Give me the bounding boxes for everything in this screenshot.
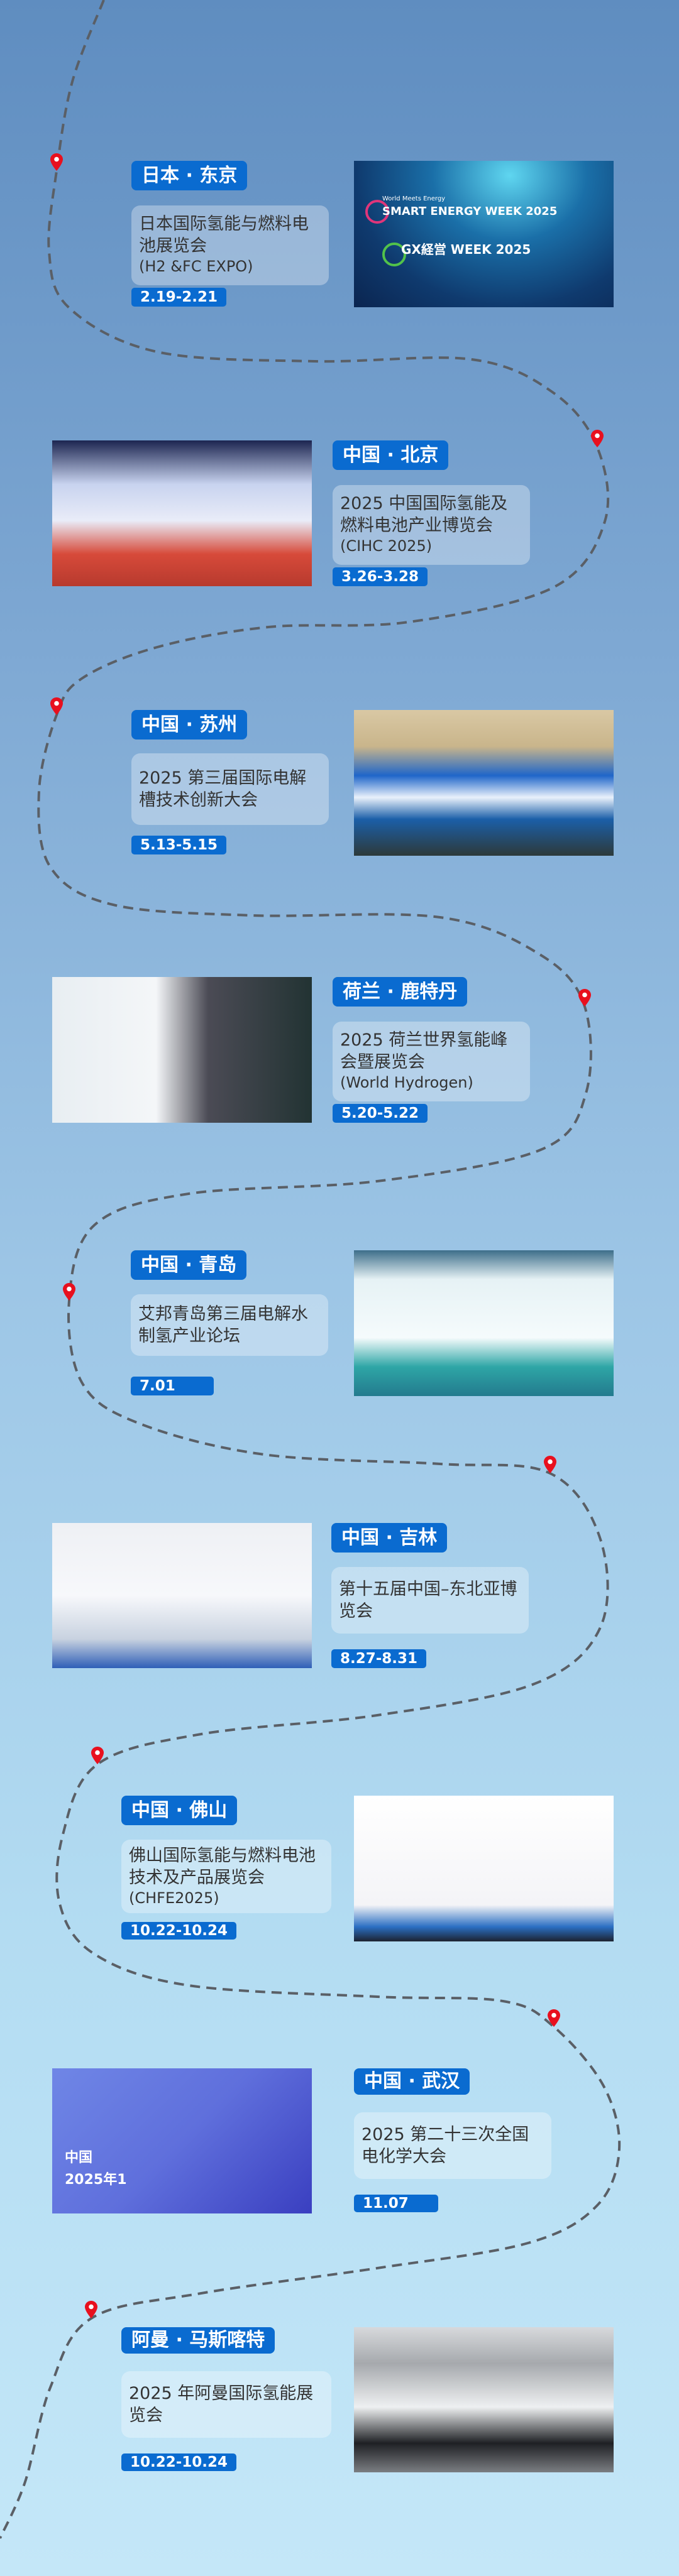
event-photo	[52, 977, 312, 1123]
location-tag: 日本 · 东京	[131, 161, 248, 190]
date-badge: 3.26-3.28	[333, 567, 428, 586]
event-photo	[52, 440, 312, 586]
location-pin-icon	[85, 2301, 97, 2318]
event-subtitle: (H2 &FC EXPO)	[139, 258, 253, 276]
event-title: 佛山国际氢能与燃料电池技术及产品展览会	[129, 1846, 316, 1888]
location-tag: 中国 · 武汉	[354, 2068, 470, 2095]
event-title: 第十五届中国–东北亚博览会	[339, 1580, 517, 1622]
event-photo	[52, 1523, 312, 1668]
location-pin-icon	[91, 1747, 104, 1764]
location-pin-icon	[50, 697, 63, 715]
location-pin-icon	[578, 989, 591, 1007]
event-title: 2025 中国国际氢能及燃料电池产业博览会	[340, 494, 508, 536]
event-description: 2025 荷兰世界氢能峰会暨展览会 (World Hydrogen)	[333, 1022, 530, 1102]
gx-logo-icon	[382, 243, 406, 266]
date-badge: 7.01	[131, 1377, 214, 1395]
smart-energy-logo-icon	[365, 200, 389, 224]
dashed-route-line	[0, 0, 621, 2539]
date-badge: 2.19-2.21	[131, 288, 227, 307]
photo-text: SMART ENERGY WEEK 2025	[382, 205, 558, 218]
location-tag: 中国 · 北京	[333, 440, 449, 470]
photo-text: 中国 2025年1	[65, 2147, 127, 2191]
event-title: 2025 年阿曼国际氢能展览会	[129, 2384, 314, 2426]
location-tag: 中国 · 青岛	[131, 1250, 247, 1280]
event-title: 日本国际氢能与燃料电池展览会	[139, 214, 309, 256]
location-tag: 中国 · 吉林	[331, 1523, 448, 1553]
photo-text-line: 中国	[65, 2150, 93, 2166]
photo-text: GX経営 WEEK 2025	[401, 242, 531, 257]
event-subtitle: (World Hydrogen)	[340, 1074, 473, 1092]
event-photo	[354, 1796, 614, 1941]
date-badge: 5.20-5.22	[333, 1104, 428, 1123]
event-title: 2025 荷兰世界氢能峰会暨展览会	[340, 1030, 508, 1072]
event-photo: World Meets Energy SMART ENERGY WEEK 202…	[354, 161, 614, 307]
photo-text: World Meets Energy	[382, 195, 446, 202]
event-description: 艾邦青岛第三届电解水制氢产业论坛	[131, 1294, 328, 1356]
event-subtitle: (CIHC 2025)	[340, 537, 433, 555]
event-description: 2025 年阿曼国际氢能展览会	[121, 2371, 331, 2438]
event-title: 2025 第二十三次全国电化学大会	[362, 2125, 529, 2167]
date-badge: 5.13-5.15	[131, 836, 227, 854]
event-photo: 中国 2025年1	[52, 2068, 312, 2213]
event-photo	[354, 2327, 614, 2472]
location-pin-icon	[63, 1283, 75, 1301]
location-tag: 中国 · 佛山	[121, 1796, 238, 1825]
date-badge: 10.22-10.24	[121, 1922, 237, 1940]
location-tag: 阿曼 · 马斯喀特	[121, 2327, 275, 2354]
date-badge: 8.27-8.31	[331, 1649, 427, 1668]
event-description: 2025 第三届国际电解槽技术创新大会	[131, 753, 329, 826]
event-title: 2025 第三届国际电解槽技术创新大会	[139, 768, 307, 810]
event-description: 第十五届中国–东北亚博览会	[331, 1567, 529, 1634]
photo-text-line: 2025年1	[65, 2172, 127, 2188]
event-description: 2025 第二十三次全国电化学大会	[354, 2112, 551, 2180]
location-pin-icon	[591, 430, 604, 447]
location-pin-icon	[544, 1456, 556, 1473]
location-pin-icon	[50, 153, 63, 171]
event-subtitle: (CHFE2025)	[129, 1889, 219, 1907]
location-tag: 荷兰 · 鹿特丹	[333, 977, 468, 1007]
date-badge: 11.07	[354, 2195, 438, 2212]
event-title: 艾邦青岛第三届电解水制氢产业论坛	[138, 1304, 308, 1346]
location-tag: 中国 · 苏州	[131, 710, 248, 740]
date-badge: 10.22-10.24	[121, 2453, 237, 2471]
event-description: 日本国际氢能与燃料电池展览会 (H2 &FC EXPO)	[131, 205, 329, 286]
event-photo	[354, 710, 614, 856]
event-description: 2025 中国国际氢能及燃料电池产业博览会(CIHC 2025)	[333, 485, 530, 565]
event-description: 佛山国际氢能与燃料电池技术及产品展览会(CHFE2025)	[121, 1840, 331, 1914]
location-pin-icon	[548, 2009, 560, 2027]
event-photo	[354, 1250, 614, 1396]
